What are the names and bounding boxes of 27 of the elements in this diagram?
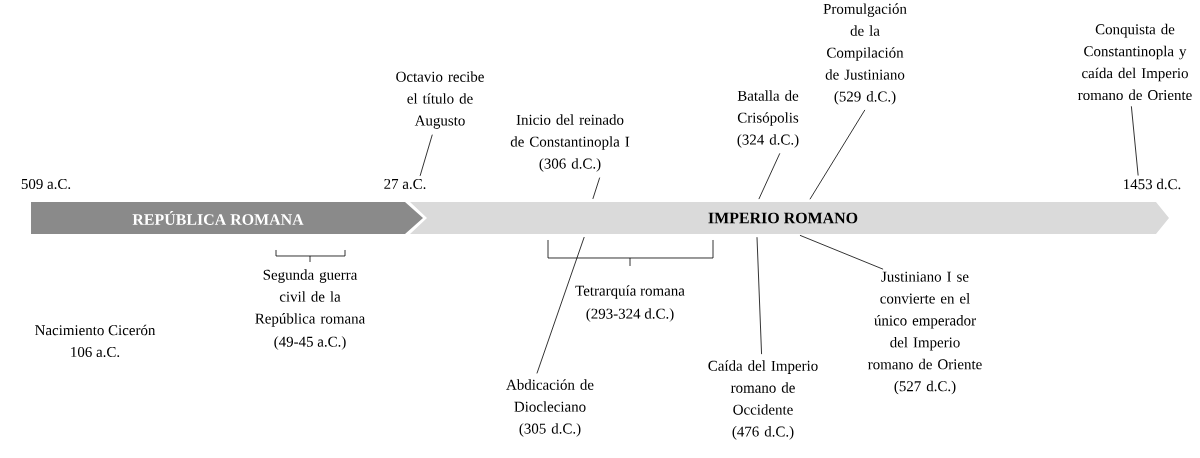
event-label: Inicio del reinado de Constantinopla I (306 d.C.) <box>510 114 630 172</box>
leader-line <box>1130 105 1139 176</box>
timeline-band: IMPERIO ROMANO <box>410 202 1169 234</box>
period-label: 106 a.C. <box>71 346 120 358</box>
event-label: Batalla de Crisópolis (324 d.C.) <box>737 90 799 148</box>
leader-line <box>799 234 884 270</box>
event-label: Caída del Imperio romano de Occidente (476 d.C.) <box>708 360 818 440</box>
date-label: 1453 d.C. <box>1124 178 1181 190</box>
leader-line <box>592 177 601 200</box>
leader-line <box>758 152 781 200</box>
timeline-band: REPÚBLICA ROMANA <box>31 202 423 234</box>
event-label: Justiniano I se convierte en el único emperador del Imperio romano de Oriente (527 d.C.) <box>868 271 982 395</box>
leader-line <box>756 236 762 355</box>
period-label: Tetrarquía romana <box>575 285 685 299</box>
event-label: Abdicación de Diocleciano (305 d.C.) <box>506 379 594 437</box>
period-label: (49-45 a.C.) <box>274 336 346 350</box>
date-label: 27 a.C. <box>384 178 426 190</box>
period-label: Segunda guerra civil de la República romana <box>255 269 365 327</box>
event-label: Conquista de Constantinopla y caída del Imperio romano de Oriente <box>1078 23 1192 101</box>
leader-line <box>419 134 433 177</box>
leader-line <box>809 109 866 200</box>
period-label: Nacimiento Cicerón <box>35 324 156 336</box>
date-label: 509 a.C. <box>21 178 71 190</box>
event-label: Octavio recibe el título de Augusto <box>396 71 484 129</box>
event-label: Promulgación de la Compilación de Justiniano (529 d.C.) <box>823 3 907 105</box>
leader-line <box>536 236 585 374</box>
period-label: (293-324 d.C.) <box>586 308 674 322</box>
